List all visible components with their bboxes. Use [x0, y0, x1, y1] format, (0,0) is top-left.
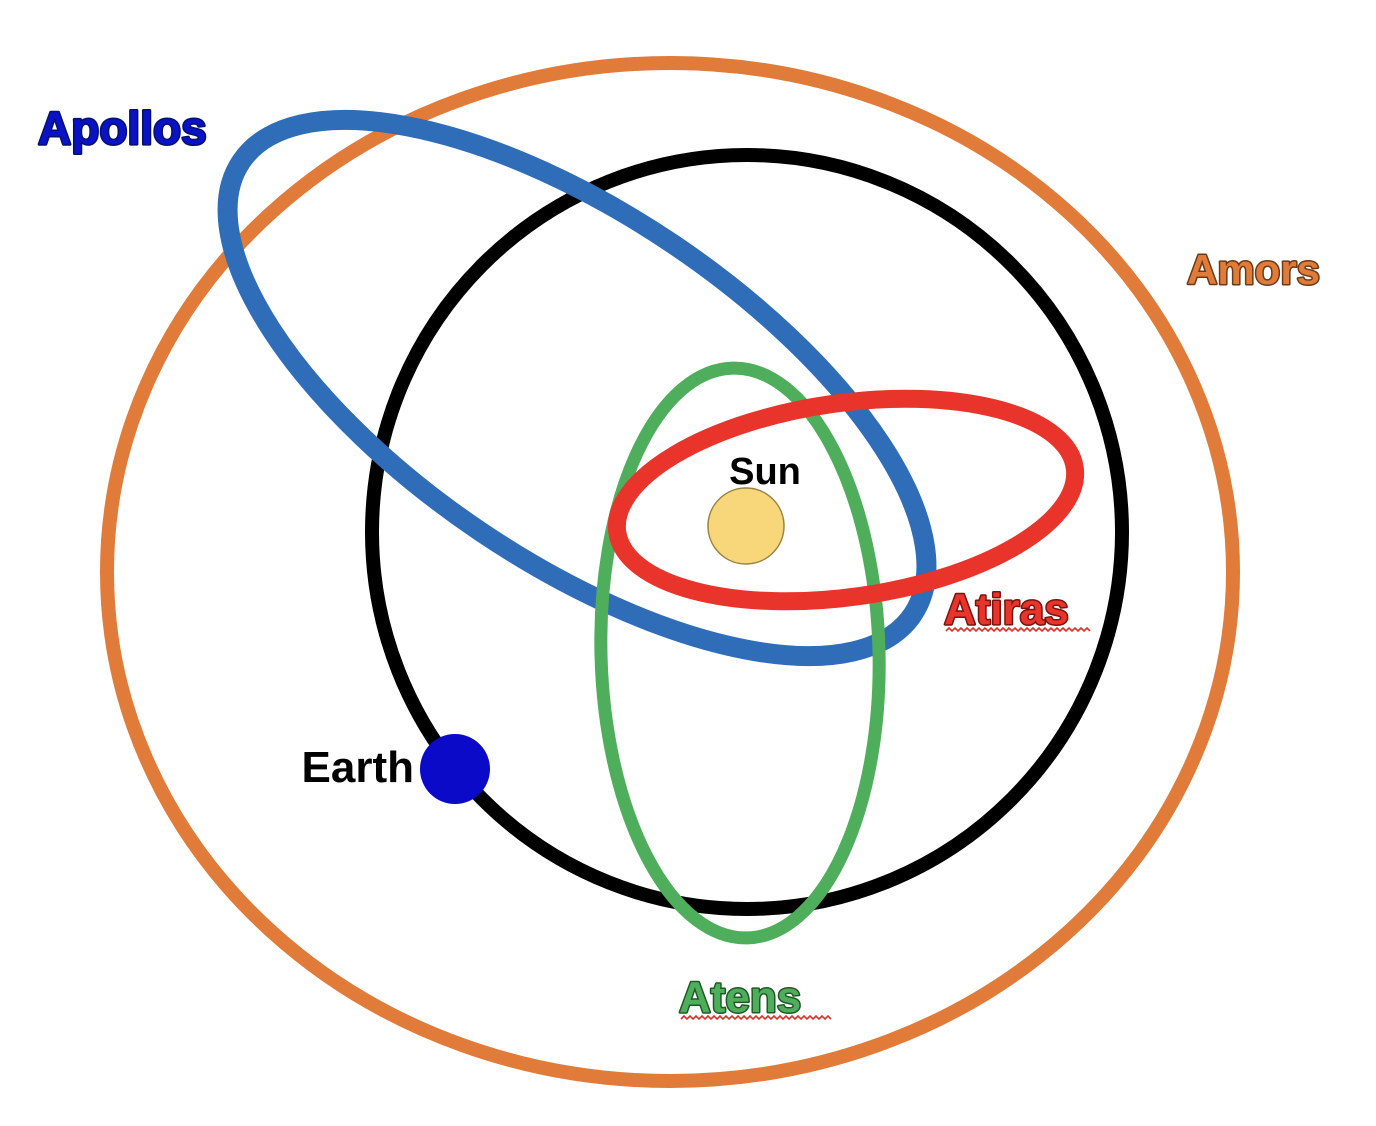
atiras-label: Atiras: [944, 585, 1069, 634]
atiras-spellcheck-underline: [945, 626, 1091, 633]
sun-label: Sun: [729, 451, 801, 493]
atens-spellcheck-underline: [680, 1014, 832, 1021]
amors-label: Amors: [1187, 246, 1320, 293]
earth-label: Earth: [302, 743, 414, 792]
atens-orbit: [594, 361, 886, 945]
sun: [707, 487, 785, 565]
atiras-orbit: [607, 389, 1085, 611]
amors-orbit: [100, 56, 1240, 1088]
earth: [420, 734, 490, 804]
atens-label: Atens: [679, 973, 801, 1022]
apollos-orbit: [217, 109, 937, 667]
apollos-label: Apollos: [38, 102, 207, 154]
earth-orbit: [365, 148, 1129, 916]
